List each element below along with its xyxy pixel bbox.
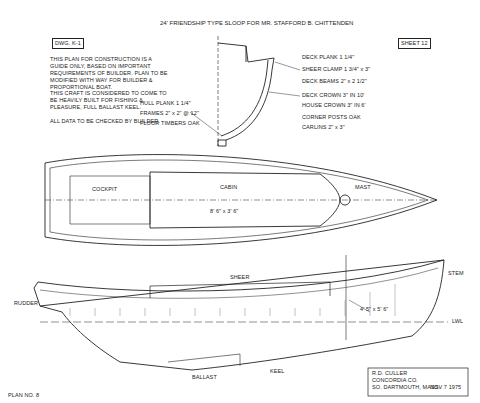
drawing-number: DWG. K-1 xyxy=(52,38,84,49)
designer-name: R.D. CULLER xyxy=(372,370,407,377)
part-name: MAST xyxy=(355,184,371,191)
frame-station xyxy=(270,308,271,316)
part-note: CARLINS 2" x 3" xyxy=(302,124,345,131)
part-note: FLOOR TIMBERS OAK xyxy=(140,120,200,127)
part-note: DECK PLANK 1 1/4" xyxy=(302,54,354,61)
part-name: SHEER xyxy=(230,274,249,281)
part-name: CABIN xyxy=(220,184,237,191)
dimension-label: 4' 5" x 5' 6" xyxy=(360,306,388,313)
part-name: COCKPIT xyxy=(92,186,117,193)
frame-station xyxy=(370,292,371,316)
frame-station xyxy=(345,300,346,316)
company-name: CONCORDIA CO. xyxy=(372,377,418,384)
frame-station xyxy=(395,284,396,316)
dimension-note: HOUSE CROWN 3" IN 6' xyxy=(302,102,366,109)
part-name: LWL xyxy=(452,318,463,325)
part-note: SHEER CLAMP 1 3/4" x 3" xyxy=(302,66,370,73)
frame-station xyxy=(320,308,321,316)
plan-title: 24' FRIENDSHIP TYPE SLOOP FOR MR. STAFFO… xyxy=(160,20,353,27)
part-note: FRAMES 2" x 2" @ 12" xyxy=(140,110,199,117)
sheet-number: SHEET 12 xyxy=(398,38,431,49)
dimension-note: DECK CROWN 3" IN 10' xyxy=(302,92,364,99)
drawing-date: NOV 7 1975 xyxy=(430,384,461,391)
part-name: RUDDER xyxy=(14,300,38,307)
frame-station xyxy=(245,308,246,316)
part-note: DECK BEAMS 2" x 2 1/2" xyxy=(302,78,367,85)
frame-station xyxy=(120,308,121,316)
frame-station xyxy=(195,308,196,316)
company-address: SO. DARTMOUTH, MASS. xyxy=(372,384,440,391)
part-name: KEEL xyxy=(270,368,284,375)
part-note: HULL PLANK 1 1/4" xyxy=(140,100,191,107)
frame-station xyxy=(220,308,221,316)
part-name: STEM xyxy=(448,270,464,277)
frame-station xyxy=(170,308,171,316)
dimension-label: 8' 6" x 3' 6" xyxy=(210,208,238,215)
plan-number: PLAN NO. 8 xyxy=(8,392,39,399)
frame-station xyxy=(70,308,71,316)
part-name: BALLAST xyxy=(192,374,217,381)
frame-station xyxy=(95,308,96,316)
construction-note: THIS PLAN FOR CONSTRUCTION IS A GUIDE ON… xyxy=(50,56,170,90)
frame-station xyxy=(295,308,296,316)
part-note: CORNER POSTS OAK xyxy=(302,114,361,121)
frame-station xyxy=(145,308,146,316)
